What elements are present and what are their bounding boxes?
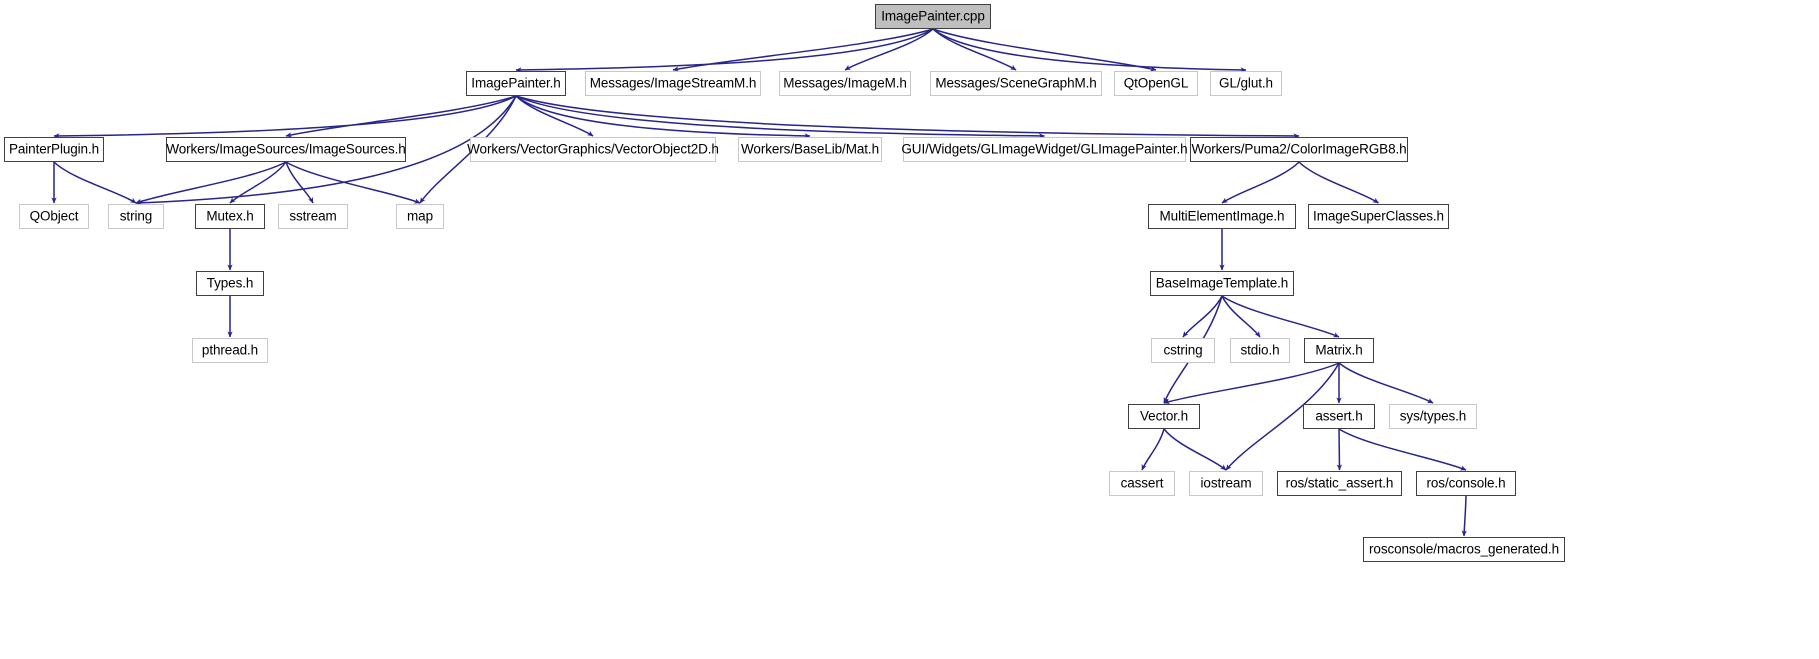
graph-node-label: Mutex.h xyxy=(206,208,254,224)
graph-edge-imagesources-h-to-sstream xyxy=(285,161,314,204)
graph-node-stdio-h[interactable]: stdio.h xyxy=(1230,338,1290,363)
graph-node-rosconsole-macros-h[interactable]: rosconsole/macros_generated.h xyxy=(1363,537,1565,562)
graph-node-label: GUI/Widgets/GLImageWidget/GLImagePainter… xyxy=(901,141,1188,157)
graph-node-map[interactable]: map xyxy=(396,204,444,229)
graph-edge-vector-h-to-cassert xyxy=(1141,428,1165,471)
graph-edge-imagesources-h-to-map xyxy=(285,161,421,204)
graph-node-label: stdio.h xyxy=(1240,342,1280,358)
graph-node-label: Workers/Puma2/ColorImageRGB8.h xyxy=(1191,141,1407,157)
graph-node-ros-console-h[interactable]: ros/console.h xyxy=(1416,471,1516,496)
graph-node-ros-static-assert-h[interactable]: ros/static_assert.h xyxy=(1277,471,1402,496)
graph-node-sys-types-h[interactable]: sys/types.h xyxy=(1389,404,1477,429)
graph-node-label: MultiElementImage.h xyxy=(1159,208,1285,224)
graph-node-label: Workers/BaseLib/Mat.h xyxy=(741,141,879,157)
graph-edge-painterplugin-h-to-string xyxy=(53,161,137,204)
graph-edge-imagepainter-h-to-vectorobject2d-h xyxy=(515,95,594,137)
graph-edge-imagepainter-h-to-imagesources-h xyxy=(285,95,517,138)
graph-edge-imagepainter-h-to-baselib-mat-h xyxy=(515,95,811,139)
graph-node-label: ros/static_assert.h xyxy=(1285,475,1394,491)
graph-node-label: assert.h xyxy=(1315,408,1363,424)
graph-node-assert-h[interactable]: assert.h xyxy=(1303,404,1375,429)
graph-node-messages-imagem-h[interactable]: Messages/ImageM.h xyxy=(779,71,911,96)
graph-node-iostream[interactable]: iostream xyxy=(1189,471,1263,496)
graph-node-label: rosconsole/macros_generated.h xyxy=(1369,541,1559,557)
graph-node-label: Matrix.h xyxy=(1315,342,1363,358)
graph-edge-imagepainter-h-to-painterplugin-h xyxy=(53,95,517,139)
graph-edge-assert-h-to-ros-console-h xyxy=(1338,428,1467,471)
graph-node-label: sstream xyxy=(289,208,337,224)
graph-node-multielementimage-h[interactable]: MultiElementImage.h xyxy=(1148,204,1296,229)
graph-node-label: Types.h xyxy=(206,275,254,291)
graph-edge-baseimagetemplate-h-to-stdio-h xyxy=(1221,295,1261,338)
graph-node-label: Vector.h xyxy=(1140,408,1188,424)
graph-node-label: Messages/SceneGraphM.h xyxy=(935,75,1097,91)
graph-node-vector-h[interactable]: Vector.h xyxy=(1128,404,1200,429)
graph-node-label: Workers/ImageSources/ImageSources.h xyxy=(166,141,406,157)
graph-node-label: QtOpenGL xyxy=(1123,75,1189,91)
graph-node-matrix-h[interactable]: Matrix.h xyxy=(1304,338,1374,363)
graph-node-painterplugin-h[interactable]: PainterPlugin.h xyxy=(4,137,104,162)
graph-node-label: map xyxy=(407,208,433,224)
graph-edge-matrix-h-to-vector-h xyxy=(1163,362,1340,404)
graph-edge-colorimagergb8-h-to-multielementimage-h xyxy=(1221,161,1300,204)
graph-node-imagesources-h[interactable]: Workers/ImageSources/ImageSources.h xyxy=(166,137,406,162)
graph-node-label: cstring xyxy=(1163,342,1203,358)
graph-edge-imagepainter-cpp-to-messages-imagestreamm-h xyxy=(672,28,934,72)
graph-node-imagepainter-cpp[interactable]: ImagePainter.cpp xyxy=(875,4,991,29)
graph-node-label: ImagePainter.h xyxy=(471,75,561,91)
graph-edge-vector-h-to-iostream xyxy=(1163,428,1227,471)
graph-edge-ros-console-h-to-rosconsole-macros-h xyxy=(1461,495,1467,537)
graph-node-label: pthread.h xyxy=(201,342,259,358)
graph-node-label: Workers/VectorGraphics/VectorObject2D.h xyxy=(467,141,719,157)
graph-node-types-h[interactable]: Types.h xyxy=(196,271,264,296)
graph-edge-imagepainter-h-to-glimagepainter-h xyxy=(515,95,1045,139)
graph-node-pthread-h[interactable]: pthread.h xyxy=(192,338,268,363)
graph-edge-baseimagetemplate-h-to-matrix-h xyxy=(1221,295,1340,338)
graph-node-qtopengl[interactable]: QtOpenGL xyxy=(1114,71,1198,96)
graph-node-label: Messages/ImageM.h xyxy=(783,75,907,91)
graph-node-label: QObject xyxy=(29,208,79,224)
graph-node-cstring[interactable]: cstring xyxy=(1151,338,1215,363)
graph-edge-baseimagetemplate-h-to-cstring xyxy=(1182,295,1223,338)
graph-node-label: sys/types.h xyxy=(1399,408,1467,424)
graph-node-sstream[interactable]: sstream xyxy=(278,204,348,229)
graph-node-label: cassert xyxy=(1120,475,1164,491)
graph-node-imagepainter-h[interactable]: ImagePainter.h xyxy=(466,71,566,96)
graph-node-label: ImagePainter.cpp xyxy=(881,8,985,24)
graph-edge-imagesources-h-to-string xyxy=(135,161,287,204)
graph-node-glimagepainter-h[interactable]: GUI/Widgets/GLImageWidget/GLImagePainter… xyxy=(901,137,1188,162)
graph-node-qobject[interactable]: QObject xyxy=(19,204,89,229)
graph-edge-imagepainter-cpp-to-gl-glut-h xyxy=(932,28,1247,73)
graph-node-imagesuperclasses-h[interactable]: ImageSuperClasses.h xyxy=(1308,204,1449,229)
graph-node-messages-imagestreamm-h[interactable]: Messages/ImageStreamM.h xyxy=(585,71,761,96)
graph-node-label: Messages/ImageStreamM.h xyxy=(589,75,757,91)
graph-node-gl-glut-h[interactable]: GL/glut.h xyxy=(1210,71,1282,96)
graph-edge-assert-h-to-ros-static-assert-h xyxy=(1336,428,1343,471)
graph-edge-imagesources-h-to-mutex-h xyxy=(229,161,287,204)
graph-edge-colorimagergb8-h-to-imagesuperclasses-h xyxy=(1298,161,1379,204)
graph-edge-imagepainter-cpp-to-imagepainter-h xyxy=(515,28,934,73)
graph-node-label: ros/console.h xyxy=(1426,475,1506,491)
graph-node-mutex-h[interactable]: Mutex.h xyxy=(195,204,265,229)
graph-node-label: ImageSuperClasses.h xyxy=(1313,208,1444,224)
graph-node-vectorobject2d-h[interactable]: Workers/VectorGraphics/VectorObject2D.h xyxy=(467,137,719,162)
graph-node-messages-scenegraphm-h[interactable]: Messages/SceneGraphM.h xyxy=(930,71,1102,96)
graph-edge-matrix-h-to-sys-types-h xyxy=(1338,362,1434,404)
graph-edge-imagepainter-h-to-colorimagergb8-h xyxy=(515,95,1300,139)
graph-node-label: iostream xyxy=(1200,475,1252,491)
graph-node-baseimagetemplate-h[interactable]: BaseImageTemplate.h xyxy=(1150,271,1294,296)
graph-node-baselib-mat-h[interactable]: Workers/BaseLib/Mat.h xyxy=(738,137,882,162)
graph-edge-imagepainter-cpp-to-messages-imagem-h xyxy=(844,28,934,71)
graph-node-cassert[interactable]: cassert xyxy=(1109,471,1175,496)
graph-node-string[interactable]: string xyxy=(108,204,164,229)
graph-node-label: BaseImageTemplate.h xyxy=(1155,275,1289,291)
graph-node-colorimagergb8-h[interactable]: Workers/Puma2/ColorImageRGB8.h xyxy=(1190,137,1408,162)
graph-node-label: GL/glut.h xyxy=(1219,75,1273,91)
graph-node-label: PainterPlugin.h xyxy=(8,141,100,157)
graph-edge-imagepainter-cpp-to-messages-scenegraphm-h xyxy=(932,28,1017,71)
graph-node-label: string xyxy=(119,208,153,224)
graph-edge-imagepainter-cpp-to-qtopengl xyxy=(932,28,1157,72)
